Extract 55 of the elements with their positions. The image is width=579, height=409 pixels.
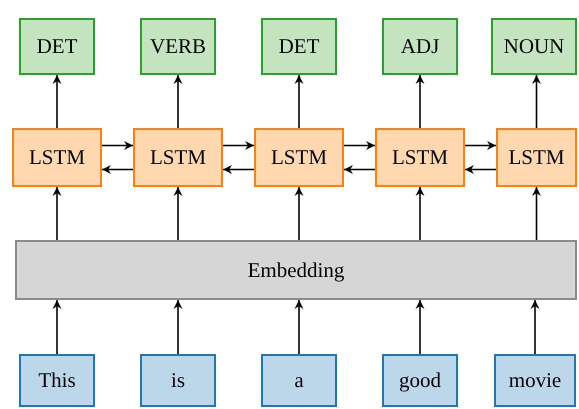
- arrow: [465, 165, 496, 174]
- word-box: [494, 354, 576, 407]
- arrow: [174, 300, 182, 354]
- arrow: [52, 75, 62, 128]
- tag-box: [140, 18, 216, 75]
- arrow: [465, 141, 496, 150]
- tag-box: [19, 18, 95, 75]
- node-label: is: [170, 368, 185, 393]
- node-label: DET: [278, 34, 320, 59]
- tag-box: [382, 18, 458, 75]
- lstm-box: [133, 128, 223, 187]
- arrow: [174, 187, 182, 240]
- arrow: [416, 75, 424, 128]
- lstm-box: [12, 128, 102, 187]
- node-label: LSTM: [508, 145, 564, 170]
- arrow: [294, 75, 304, 128]
- word-box: [19, 354, 95, 407]
- arrow: [52, 300, 62, 354]
- lstm-box: [254, 128, 344, 187]
- arrow: [530, 300, 540, 354]
- node-label: LSTM: [28, 145, 85, 170]
- arrow: [344, 141, 375, 150]
- arrow: [102, 165, 133, 174]
- arrow: [294, 187, 304, 240]
- arrow: [294, 300, 304, 354]
- node-label: a: [294, 368, 304, 393]
- node-label: NOUN: [504, 34, 564, 59]
- arrow: [416, 187, 424, 240]
- node-label: DET: [36, 34, 78, 59]
- word-box: [261, 354, 337, 407]
- node-label: Embedding: [248, 258, 344, 282]
- arrow: [532, 75, 541, 128]
- lstm-box: [375, 128, 465, 187]
- arrow: [416, 300, 424, 354]
- node-label: LSTM: [392, 145, 448, 170]
- node-label: This: [38, 368, 76, 393]
- word-box: [140, 354, 216, 407]
- node-label: good: [399, 368, 441, 393]
- arrow: [223, 141, 254, 150]
- arrow: [223, 165, 254, 174]
- node-label: LSTM: [150, 145, 206, 170]
- node-label: VERB: [150, 34, 206, 59]
- tag-box: [261, 18, 337, 75]
- arrow: [344, 165, 375, 174]
- arrow: [532, 187, 541, 240]
- word-box: [382, 354, 458, 407]
- node-label: LSTM: [270, 145, 327, 170]
- tag-box: [491, 18, 577, 75]
- arrow: [102, 141, 133, 150]
- node-label: ADJ: [400, 34, 440, 59]
- node-label: movie: [508, 368, 562, 393]
- arrow: [52, 187, 62, 240]
- embedding-layer: [15, 240, 577, 300]
- arrow: [174, 75, 182, 128]
- lstm-box: [496, 128, 577, 187]
